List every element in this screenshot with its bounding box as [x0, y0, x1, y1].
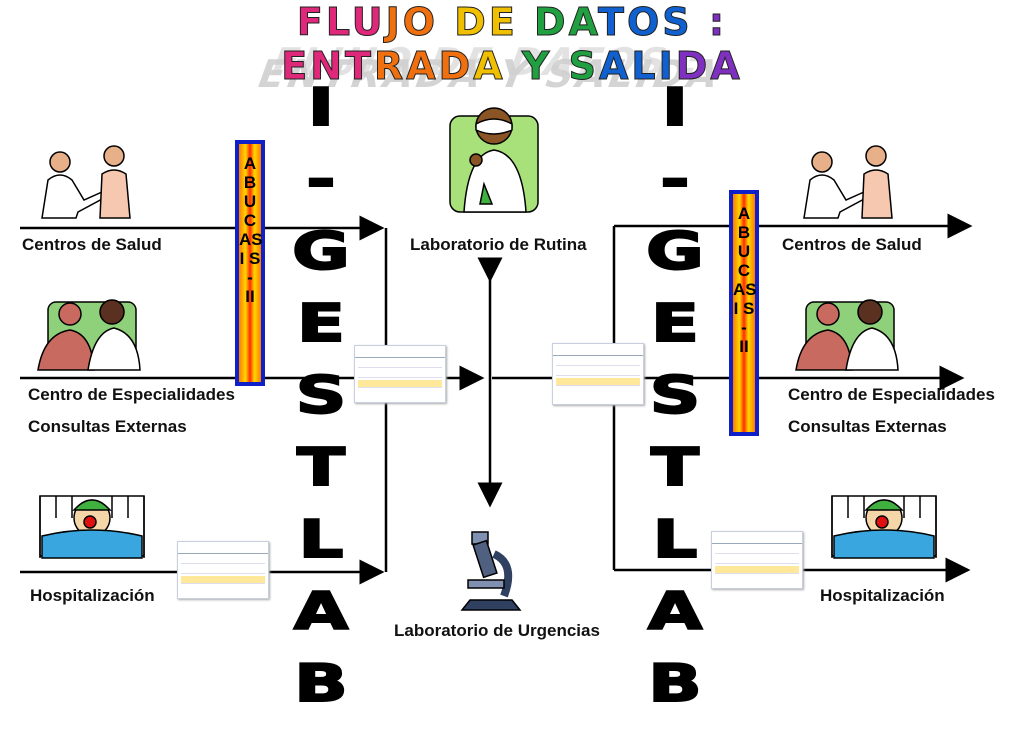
title-letter: D — [534, 0, 569, 45]
title-letter: D — [454, 0, 489, 45]
title-letter: A — [406, 44, 439, 89]
label-laboratorio-rutina: Laboratorio de Rutina — [410, 235, 587, 254]
title-letter: A — [598, 44, 632, 89]
gestlab-letter: E — [650, 294, 701, 354]
gestlab-letter: B — [293, 654, 349, 714]
lab-technician-icon — [449, 107, 539, 213]
screenshot-header — [553, 344, 643, 356]
abucasis-letter: AS — [733, 280, 757, 299]
title-letter: S — [568, 44, 599, 89]
gestlab-letter: A — [292, 582, 349, 642]
gestlab-letter: T — [650, 438, 701, 498]
abucasis-letter: U — [737, 242, 751, 261]
doctor-patient-icon-right — [803, 145, 893, 219]
gestlab-letter: S — [294, 366, 347, 426]
microscope-icon — [460, 531, 522, 611]
label-laboratorio-urgencias: Laboratorio de Urgencias — [394, 621, 600, 640]
abucasis-letter: A — [243, 154, 257, 173]
label-right-centros-salud: Centros de Salud — [782, 235, 922, 254]
title-letter: O — [626, 0, 663, 45]
gestlab-letter: T — [296, 438, 347, 498]
gestlab-letter: I — [307, 78, 336, 138]
label-left-hospitalizacion: Hospitalización — [30, 586, 155, 605]
hospital-bed-patient-icon-right — [831, 495, 937, 559]
gestlab-letter: - — [305, 150, 337, 210]
title-letter: E — [488, 0, 518, 45]
abucasis-letter: U — [243, 192, 257, 211]
consultation-icon-left — [37, 299, 141, 371]
gestlab-screenshot-left-bottom — [177, 541, 269, 599]
title-letter: D — [438, 44, 474, 89]
title-letter: J — [385, 0, 403, 45]
gestlab-letter: L — [651, 510, 698, 570]
title-letter: A — [473, 44, 506, 89]
abucasis-letter: I S — [733, 299, 755, 318]
abucasis-letter: C — [737, 261, 751, 280]
abucasis-letter: - — [247, 268, 253, 287]
abucasis-letter: II — [739, 337, 749, 356]
title-letter: T — [345, 44, 374, 89]
title-letter: O — [402, 0, 439, 45]
label-left-consultas: Consultas Externas — [28, 417, 187, 436]
gestlab-screenshot-right-bottom — [711, 531, 803, 589]
gestlab-letter: L — [297, 510, 344, 570]
gestlab-letter: G — [645, 222, 705, 282]
title-letter: I — [658, 44, 676, 89]
gestlab-screenshot-left-middle — [354, 345, 446, 403]
gestlab-letter: G — [291, 222, 351, 282]
gestlab-letter: B — [647, 654, 703, 714]
abucasis-letter: - — [741, 318, 747, 337]
title-letter: D — [675, 44, 711, 89]
title-letter: R — [373, 44, 407, 89]
gestlab-letter: I — [661, 78, 690, 138]
abucasis-letter: A — [737, 204, 751, 223]
title-letter: E — [281, 44, 311, 89]
abucasis-letter: II — [245, 287, 255, 306]
title-letter: T — [598, 0, 627, 45]
gestlab-letter: S — [648, 366, 701, 426]
title-letter: A — [568, 0, 599, 45]
title-letter: A — [710, 44, 743, 89]
screenshot-header — [178, 542, 268, 554]
abucasis-letter: AS — [239, 230, 263, 249]
title-letter: L — [631, 44, 659, 89]
gestlab-letter: E — [296, 294, 347, 354]
consultation-icon-right — [795, 299, 899, 371]
label-right-hospitalizacion: Hospitalización — [820, 586, 945, 605]
gestlab-screenshot-right-middle — [552, 343, 644, 405]
title-letter: Y — [521, 44, 553, 89]
doctor-patient-icon-left — [41, 145, 131, 219]
title-letter: N — [310, 44, 346, 89]
label-right-consultas: Consultas Externas — [788, 417, 947, 436]
gestlab-letter: - — [659, 150, 691, 210]
hospital-bed-patient-icon-left — [39, 495, 145, 559]
abucasis-letter: C — [243, 211, 257, 230]
title-line2: ENTRADA Y SALIDA — [0, 44, 1024, 89]
label-right-especialidades: Centro de Especialidades — [788, 385, 995, 404]
title-line1: FLUJO DE DATOS : — [0, 0, 1024, 45]
label-left-especialidades: Centro de Especialidades — [28, 385, 235, 404]
abucasis-letter: I S — [239, 249, 261, 268]
title-letter: U — [351, 0, 386, 45]
title-line1-text: FLUJO DE DATOS : — [296, 0, 728, 45]
title-letter: F — [296, 0, 326, 45]
title-line2-text: ENTRADA Y SALIDA — [281, 44, 743, 89]
title-letter: L — [325, 0, 352, 45]
abucasis-letter: B — [243, 173, 257, 192]
screenshot-header — [712, 532, 802, 544]
title-letter: S — [662, 0, 693, 45]
abucasis-letter: B — [737, 223, 751, 242]
title-letter: : — [708, 0, 728, 45]
gestlab-letter: A — [646, 582, 703, 642]
screenshot-header — [355, 346, 445, 358]
label-left-centros-salud: Centros de Salud — [22, 235, 162, 254]
